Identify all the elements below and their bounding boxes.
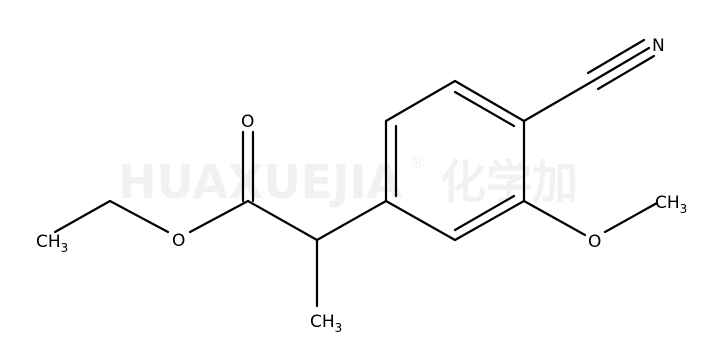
atom-methoxy-methyl: CH3 bbox=[655, 193, 687, 216]
ring-bond-5 bbox=[453, 199, 526, 242]
ring-bond-3-inner bbox=[453, 90, 516, 128]
bond-carbonyl-alpha bbox=[246, 199, 319, 242]
atom-nitrile-nitrogen: N bbox=[652, 36, 665, 56]
atom-carbonyl-oxygen: O bbox=[241, 112, 254, 132]
bond-ch2-o-ester bbox=[108, 199, 170, 234]
watermark-text: HUAXUEJIA bbox=[118, 155, 403, 209]
bond-ring-nitrile-c bbox=[522, 79, 595, 123]
bond-ethyl-ch3-ch2 bbox=[53, 199, 112, 234]
bond-nitrile-triple-c bbox=[596, 54, 656, 91]
bond-nitrile-triple-a bbox=[591, 46, 651, 83]
ring-bond-2 bbox=[384, 79, 457, 123]
bond-o-ester-carbonyl-c bbox=[188, 199, 250, 234]
ring-bond-6 bbox=[384, 199, 457, 242]
atom-ester-oxygen: O bbox=[172, 231, 185, 251]
bond-nitrile-triple-b bbox=[586, 38, 646, 75]
ring-bond-5-inner bbox=[453, 194, 516, 232]
bond-alpha-ring bbox=[315, 199, 388, 242]
watermark-registered: ® bbox=[410, 153, 426, 172]
bond-o-methoxy-ch3 bbox=[603, 201, 659, 234]
ring-bond-3 bbox=[453, 79, 526, 123]
bond-ring-o-methoxy bbox=[522, 199, 587, 237]
atom-alpha-methyl: CH3 bbox=[310, 312, 342, 335]
watermark-chinese: 化学加 bbox=[440, 155, 578, 209]
atom-methoxy-oxygen: O bbox=[588, 232, 601, 252]
watermark: HUAXUEJIA ® 化学加 bbox=[118, 153, 578, 209]
atom-ethyl-methyl: CH3 bbox=[36, 232, 68, 255]
atom-labels: O O O N CH3 CH3 CH3 bbox=[36, 36, 687, 335]
bonds bbox=[53, 38, 659, 308]
